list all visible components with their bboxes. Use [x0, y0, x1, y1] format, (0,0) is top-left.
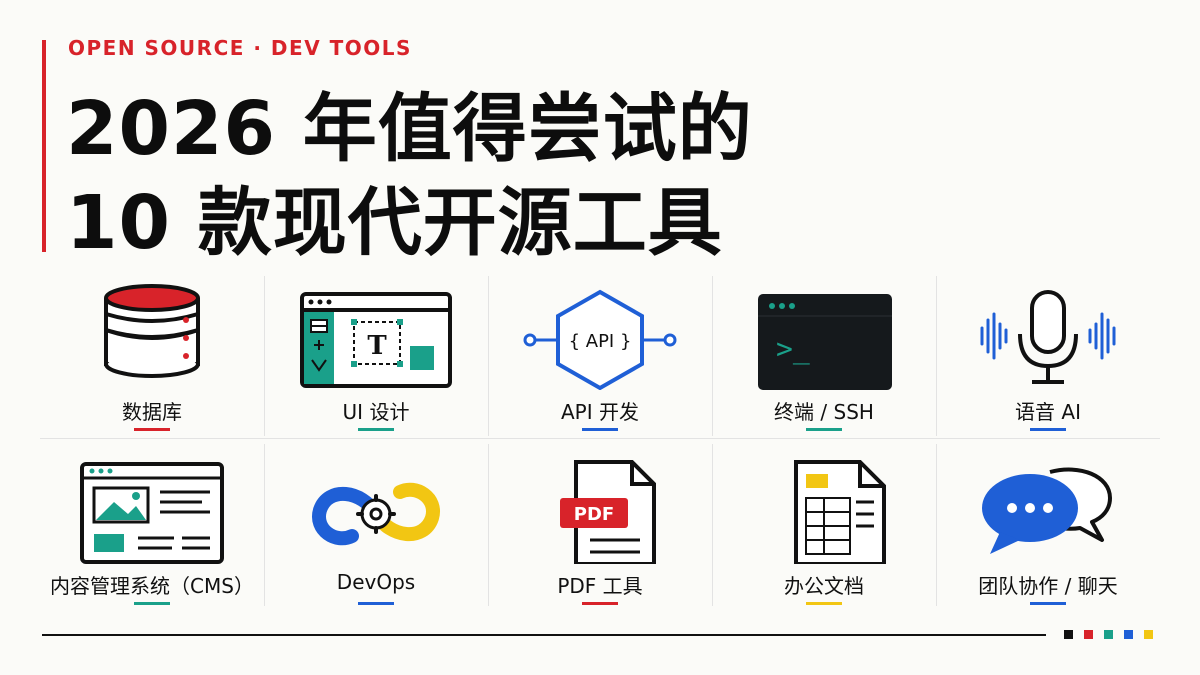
api-glyph: { API }	[569, 331, 632, 352]
footer-swatch-red	[1084, 630, 1093, 639]
cms-icon	[72, 454, 232, 564]
api-icon: { API }	[520, 280, 680, 390]
column-divider	[488, 444, 489, 606]
tool-card-team-chat[interactable]: 团队协作 / 聊天	[936, 446, 1160, 614]
devops-infinity-icon	[296, 454, 456, 564]
accent-underline	[582, 602, 618, 605]
tool-card-api[interactable]: { API } API 开发	[488, 272, 712, 440]
tool-label: 终端 / SSH	[774, 400, 874, 424]
ui-design-icon: T	[296, 280, 456, 390]
tool-label: API 开发	[561, 400, 639, 424]
tool-card-voice-ai[interactable]: 语音 AI	[936, 272, 1160, 440]
accent-underline	[358, 602, 394, 605]
tool-label: 办公文档	[784, 574, 864, 598]
tool-card-terminal[interactable]: >_ 终端 / SSH	[712, 272, 936, 440]
accent-underline	[806, 602, 842, 605]
column-divider	[488, 276, 489, 436]
title-line-2: 10 款现代开源工具	[66, 180, 723, 266]
column-divider	[936, 276, 937, 436]
accent-underline	[358, 428, 394, 431]
accent-underline	[1030, 428, 1066, 431]
tool-label: 数据库	[122, 400, 182, 424]
tools-grid: 数据库 T UI 设计	[40, 272, 1160, 608]
row-divider	[40, 438, 1160, 439]
tool-card-devops[interactable]: DevOps	[264, 446, 488, 614]
footer-swatch-blue	[1124, 630, 1133, 639]
footer-swatch-black	[1064, 630, 1073, 639]
column-divider	[712, 444, 713, 606]
accent-bar	[42, 40, 46, 252]
accent-underline	[1030, 602, 1066, 605]
tool-card-ui-design[interactable]: T UI 设计	[264, 272, 488, 440]
tool-label: UI 设计	[342, 400, 410, 424]
footer-rule	[42, 634, 1046, 636]
footer-swatch-teal	[1104, 630, 1113, 639]
page-title: 2026 年值得尝试的 10 款现代开源工具	[66, 82, 753, 270]
terminal-prompt: >_	[776, 332, 810, 366]
title-line-1: 2026 年值得尝试的	[66, 86, 753, 172]
accent-underline	[134, 602, 170, 605]
tool-card-pdf[interactable]: PDF PDF 工具	[488, 446, 712, 614]
column-divider	[936, 444, 937, 606]
ui-glyph: T	[367, 331, 387, 361]
tool-label: PDF 工具	[557, 574, 643, 598]
office-document-icon	[744, 454, 904, 564]
tool-label: DevOps	[336, 570, 416, 594]
microphone-icon	[968, 280, 1128, 390]
accent-underline	[582, 428, 618, 431]
tool-card-cms[interactable]: 内容管理系统（CMS）	[40, 446, 264, 614]
terminal-icon: >_	[744, 280, 904, 390]
column-divider	[264, 444, 265, 606]
footer-swatch-yellow	[1144, 630, 1153, 639]
accent-underline	[134, 428, 170, 431]
column-divider	[712, 276, 713, 436]
column-divider	[264, 276, 265, 436]
tool-card-database[interactable]: 数据库	[40, 272, 264, 440]
tool-card-office-docs[interactable]: 办公文档	[712, 446, 936, 614]
eyebrow-tag: OPEN SOURCE · DEV TOOLS	[68, 36, 412, 60]
pdf-icon: PDF	[520, 454, 680, 564]
accent-underline	[806, 428, 842, 431]
database-icon	[72, 280, 232, 390]
tool-label: 内容管理系统（CMS）	[50, 574, 254, 598]
chat-bubbles-icon	[968, 454, 1128, 564]
tool-label: 团队协作 / 聊天	[978, 574, 1118, 598]
tool-label: 语音 AI	[1015, 400, 1081, 424]
pdf-glyph: PDF	[574, 504, 614, 525]
